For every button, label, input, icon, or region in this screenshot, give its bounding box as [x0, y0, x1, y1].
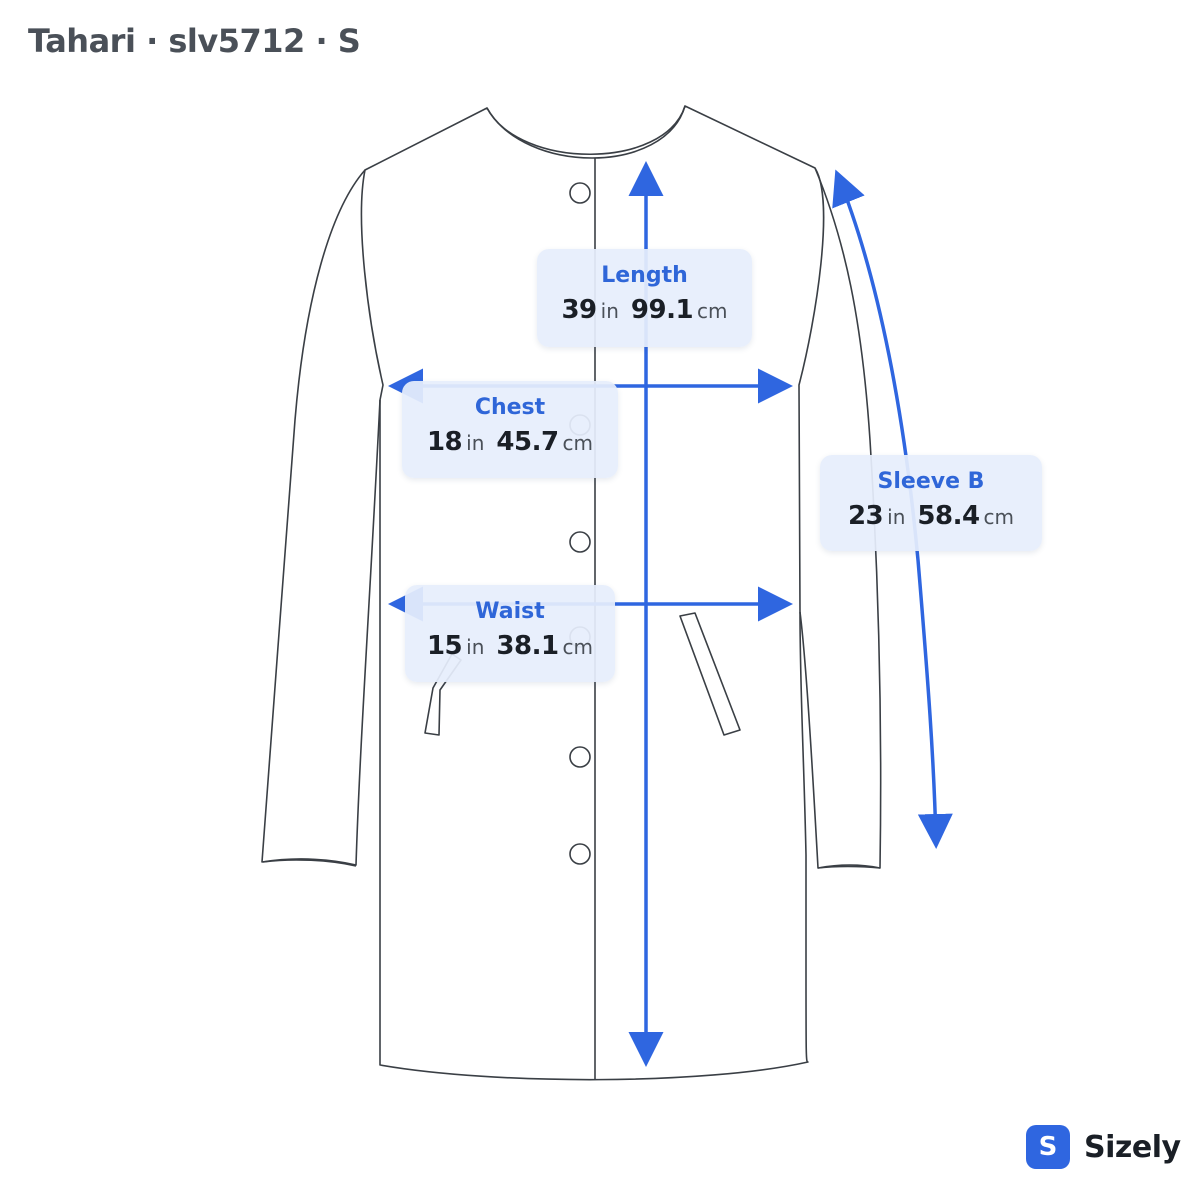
button: [569, 531, 591, 553]
right-pocket-outline: [679, 612, 741, 736]
brand-name: Sizely: [1084, 1129, 1181, 1165]
sleeve-in-unit: in: [887, 505, 906, 529]
chest-in-value: 18: [426, 427, 463, 457]
sleeve-cm-value: 58.4: [917, 501, 980, 531]
sleeve-in-value: 23: [847, 501, 884, 531]
button: [569, 843, 591, 865]
button: [569, 746, 591, 768]
length-label: Length: [601, 263, 688, 288]
left-cuff-line: [262, 859, 357, 867]
sizely-logo-icon: S: [1026, 1125, 1070, 1169]
length-in-unit: in: [600, 299, 619, 323]
waist-cm-unit: cm: [562, 635, 594, 659]
right-cuff-line: [817, 864, 881, 869]
collar-outline: [486, 105, 686, 155]
length-cm-unit: cm: [697, 299, 728, 323]
page-title: Tahari · slv5712 · S: [28, 22, 361, 60]
brand-mark[interactable]: S Sizely: [1026, 1125, 1181, 1169]
chest-cm-value: 45.7: [496, 427, 559, 457]
chest-cm-unit: cm: [562, 431, 594, 455]
button: [569, 182, 591, 204]
waist-label: Waist: [475, 599, 545, 624]
sleeve-label: Sleeve B: [877, 469, 985, 494]
chest-label: Chest: [474, 395, 546, 420]
length-in-value: 39: [561, 295, 597, 325]
length-cm-value: 99.1: [630, 295, 694, 325]
waist-cm-value: 38.1: [496, 631, 559, 661]
left-sleeve-outline: [261, 169, 381, 866]
waist-in-unit: in: [466, 635, 485, 659]
chest-in-unit: in: [466, 431, 485, 455]
waist-in-value: 15: [426, 631, 463, 661]
sleeve-cm-unit: cm: [983, 505, 1015, 529]
